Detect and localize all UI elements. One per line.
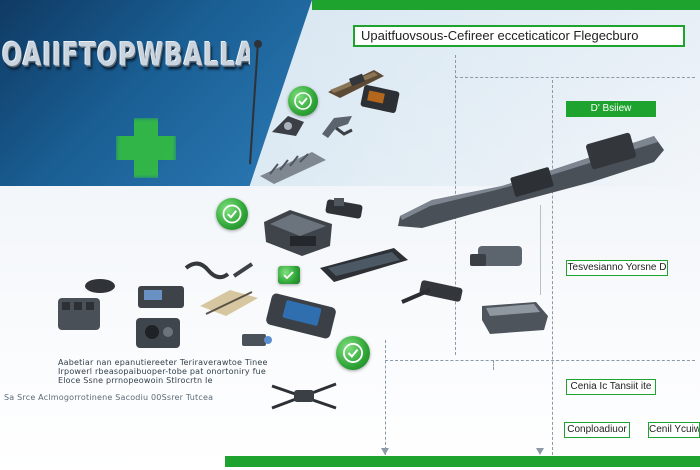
checkmark-badge-icon — [288, 86, 318, 116]
battery-box-part-image — [478, 294, 552, 340]
caption-line: Eloce Ssne prrnopeowoin Stlrocrtn Ie — [58, 376, 213, 385]
bracket-part-image — [318, 110, 358, 140]
connector-line — [385, 340, 386, 455]
connector-line — [540, 205, 541, 295]
caption-line: Sa Srce Aclmogorrotinene Sacodiu 00Ssrer… — [4, 393, 214, 402]
checkmark-badge-icon — [216, 198, 248, 230]
scope-mount-part-image — [322, 196, 370, 222]
caption-line: Aabetiar nan epanutiereeter Teriraverawt… — [58, 358, 268, 367]
label-middle-right: Tesvesianno Yorsne D — [566, 260, 668, 276]
magazine-block-part-image — [358, 82, 404, 116]
handheld-device-part-image — [262, 292, 340, 342]
clamp-part-image — [400, 280, 466, 310]
tablet-display-part-image — [316, 244, 410, 286]
drone-part-image — [262, 378, 346, 414]
bottom-accent-bar — [225, 456, 700, 467]
connector-line — [455, 77, 695, 78]
switch-part-image — [238, 328, 274, 352]
pistol-grip-part-image — [82, 276, 118, 296]
connector-plug-part-image — [468, 242, 526, 272]
label-bottom-right: Cenil Ycuiw — [648, 422, 700, 438]
connector-line — [552, 80, 553, 455]
grip-antenna-part-image — [244, 38, 266, 168]
small-cable-part-image — [182, 258, 232, 286]
pin-part-image — [232, 262, 254, 278]
rifle-receiver-part-image — [326, 66, 386, 100]
trigger-assembly-part-image — [268, 110, 310, 140]
sensor-box-part-image — [134, 280, 190, 316]
checkmark-badge-icon — [278, 266, 300, 284]
long-rail-part-image — [392, 128, 666, 238]
handguard-part-image — [256, 146, 330, 186]
gearbox-part-image — [132, 310, 188, 354]
arrow-down-icon — [536, 448, 544, 455]
label-lower-right: Cenia Ic Tansiit ite — [566, 379, 656, 395]
checkmark-badge-icon — [336, 336, 370, 370]
beige-bracket-part-image — [196, 284, 262, 318]
label-top-right: D' Bsiiew — [566, 101, 656, 117]
caption-line: Irpowerl rbeasopaibuoper-tobe pat onorto… — [58, 367, 266, 376]
label-bottom-center: Conploadiuor — [564, 422, 630, 438]
connector-line — [493, 360, 494, 370]
header-title-box: Upaitfuovsous-Cefireer ecceticaticor Fle… — [353, 25, 685, 47]
hero-title: OAIIFTOPWBALLAN — [2, 35, 250, 74]
connector-line — [385, 360, 695, 361]
arrow-down-icon — [381, 448, 389, 455]
engine-block-part-image — [54, 292, 106, 338]
top-accent-bar — [312, 0, 700, 10]
receiver-housing-part-image — [260, 206, 336, 258]
